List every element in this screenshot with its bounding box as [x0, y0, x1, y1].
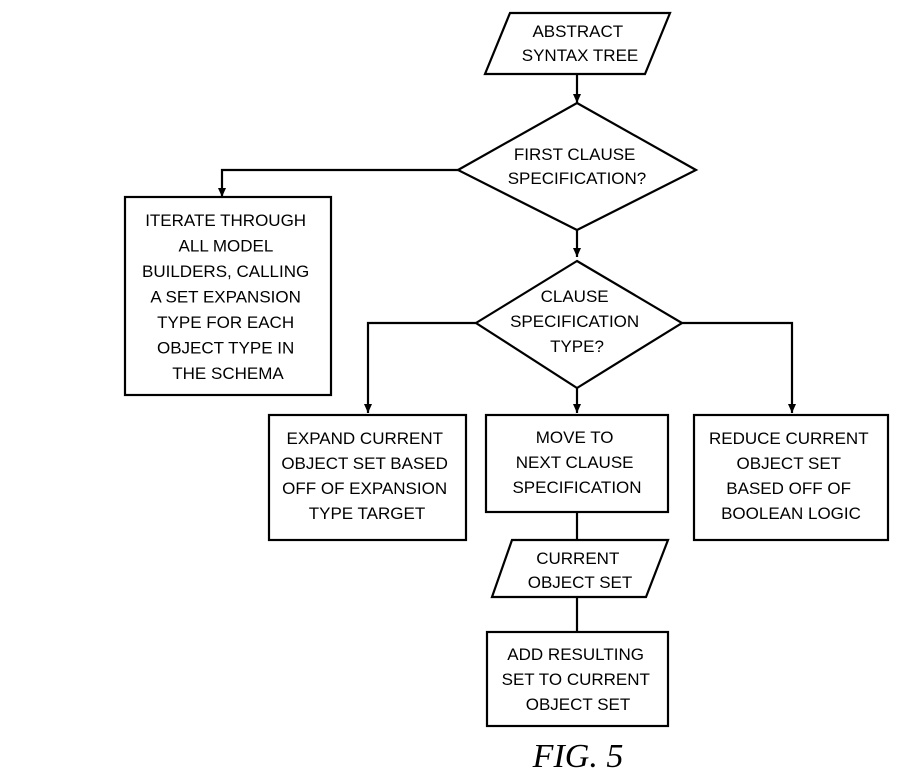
- connector-clause-type-to-expand: [364, 321, 476, 413]
- label-current-object-set: CURRENT OBJECT SET: [528, 549, 633, 592]
- node-reduce-current-object-set: [692, 413, 890, 542]
- labels: ABSTRACT SYNTAX TREE FIRST CLAUSE SPECIF…: [142, 22, 873, 775]
- connector-first-clause-to-iterate: [218, 168, 458, 197]
- node-move-to-next-clause: [484, 413, 670, 514]
- label-clause-specification-type: CLAUSE SPECIFICATION TYPE?: [510, 287, 644, 356]
- node-abstract-syntax-tree: [483, 11, 672, 76]
- node-current-object-set: [490, 538, 670, 599]
- label-expand-current-object-set: EXPAND CURRENT OBJECT SET BASED OFF OF E…: [281, 429, 452, 523]
- node-clause-specification-type: [473, 259, 685, 390]
- node-add-resulting-set: [485, 630, 670, 728]
- connector-clause-type-to-reduce: [682, 321, 796, 413]
- figure-label: FIG. 5: [532, 738, 624, 775]
- shapes: [123, 11, 890, 728]
- label-iterate-model-builders: ITERATE THROUGH ALL MODEL BUILDERS, CALL…: [142, 211, 314, 383]
- node-iterate-model-builders: [123, 195, 333, 397]
- label-move-to-next-clause: MOVE TO NEXT CLAUSE SPECIFICATION: [512, 428, 641, 497]
- node-first-clause-specification: [455, 101, 699, 232]
- label-reduce-current-object-set: REDUCE CURRENT OBJECT SET BASED OFF OF B…: [709, 429, 873, 523]
- label-first-clause-specification: FIRST CLAUSE SPECIFICATION?: [508, 145, 647, 188]
- node-expand-current-object-set: [267, 413, 468, 542]
- label-add-resulting-set: ADD RESULTING SET TO CURRENT OBJECT SET: [502, 645, 655, 714]
- label-abstract-syntax-tree: ABSTRACT SYNTAX TREE: [522, 22, 639, 65]
- connectors: [218, 74, 796, 632]
